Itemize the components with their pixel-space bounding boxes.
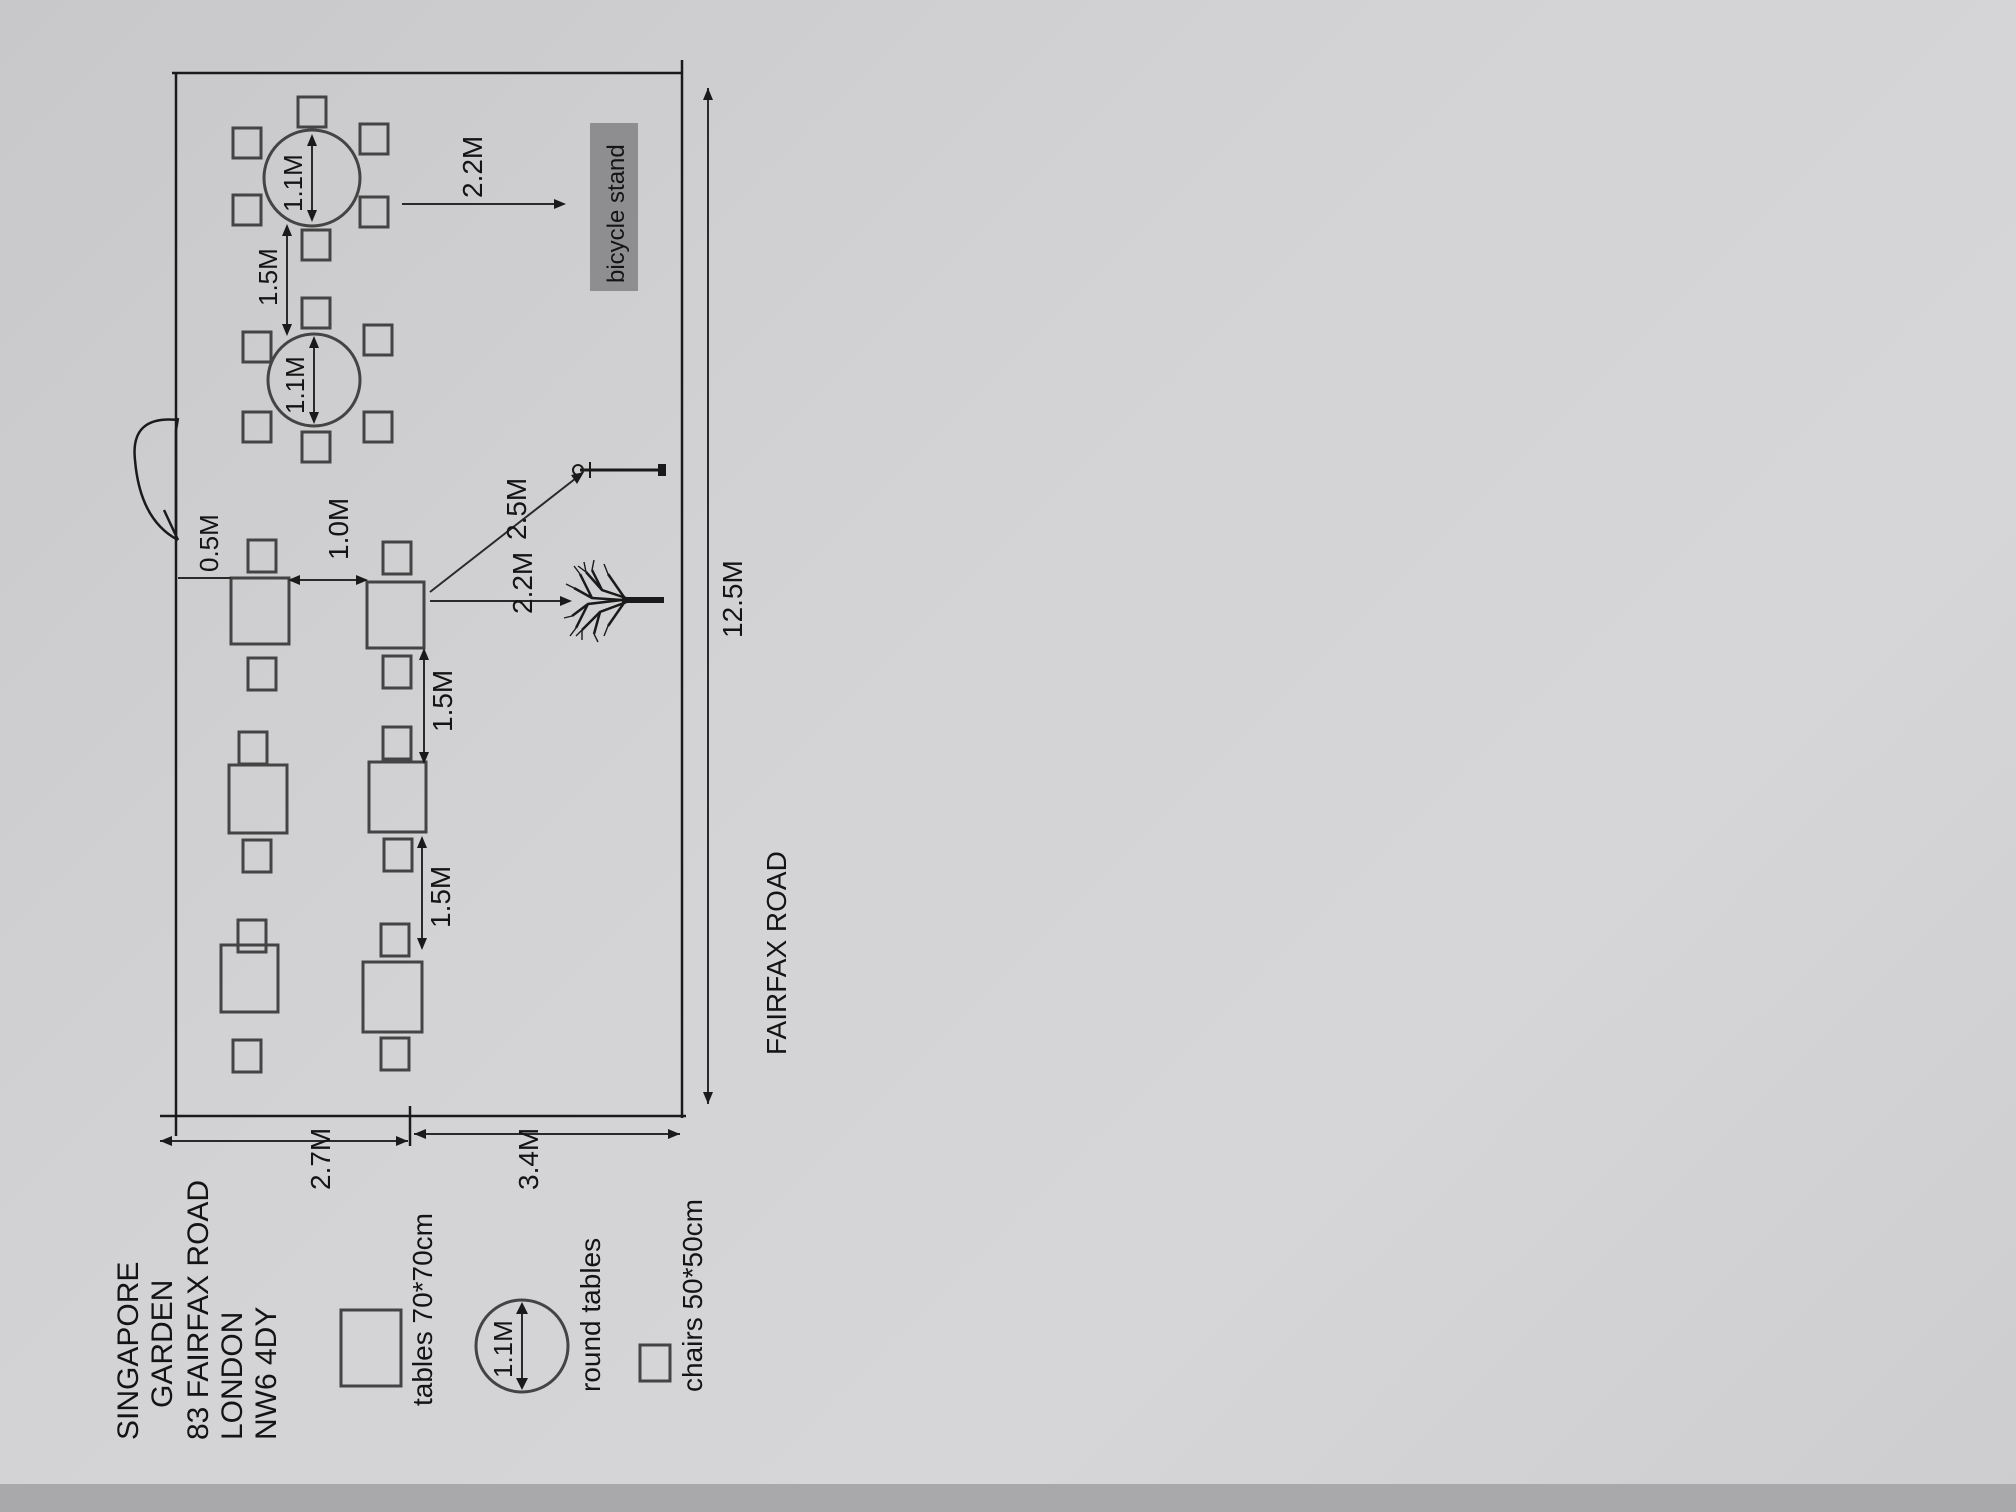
dim-gap-row2-label: 1.5M <box>427 670 458 732</box>
chair <box>241 410 273 444</box>
chair <box>362 323 394 357</box>
chair <box>300 430 332 464</box>
dim-gap-row2: 1.5M <box>419 648 458 764</box>
legend-square-table <box>339 1308 403 1388</box>
dim-gap-row1: 1.5M <box>417 836 456 950</box>
table <box>361 960 424 1034</box>
chair <box>381 725 413 761</box>
chair <box>231 193 263 227</box>
dim-to-door: 0.5M <box>178 514 231 579</box>
road-label: FAIRFAX ROAD <box>761 851 792 1055</box>
dim-round-gap-label: 1.5M <box>253 248 283 306</box>
chair <box>379 922 411 958</box>
round-table-a: 1.1M <box>241 296 394 464</box>
dim-to-bicycle-label: 2.2M <box>457 136 488 198</box>
dim-to-tree-label: 2.2M <box>507 552 538 614</box>
chair <box>231 126 263 160</box>
table <box>367 760 428 834</box>
legend-table: tables 70*70cm <box>339 1213 438 1406</box>
address-block: SINGAPORE GARDEN 83 FAIRFAX ROAD LONDON … <box>112 1180 283 1440</box>
tree-icon <box>563 559 664 643</box>
chair <box>246 656 278 692</box>
address-line-1: SINGAPORE <box>112 1262 145 1440</box>
round-table <box>266 332 362 428</box>
table <box>229 576 291 646</box>
chair <box>362 410 394 444</box>
legend-round-table-shape <box>474 1298 570 1394</box>
lamp-post-icon <box>572 462 666 478</box>
table <box>219 943 280 1014</box>
chair <box>296 95 328 129</box>
chair <box>236 918 268 954</box>
legend-tables-label: tables 70*70cm <box>407 1213 438 1406</box>
address-line-5: NW6 4DY <box>250 1307 283 1440</box>
chair <box>382 837 414 873</box>
legend-chair: chairs 50*50cm <box>638 1199 708 1392</box>
legend-round-table: 1.1M round tables <box>474 1238 606 1394</box>
table-row-1 <box>219 538 291 1074</box>
dim-width-bottom-label: 3.4M <box>513 1128 544 1190</box>
chair <box>300 296 332 330</box>
legend-round-tables-label: round tables <box>575 1238 606 1392</box>
dim-gap-row1-label: 1.5M <box>425 866 456 928</box>
legend-chair-shape <box>638 1343 672 1383</box>
chair <box>358 122 390 156</box>
chair <box>241 330 273 364</box>
dim-to-lamp: 2.5M <box>429 472 584 593</box>
round-table-a-size: 1.1M <box>280 356 310 414</box>
chair <box>241 838 273 874</box>
table <box>365 580 426 650</box>
chair <box>300 228 332 262</box>
legend-chairs-label: chairs 50*50cm <box>677 1199 708 1392</box>
chair <box>381 540 413 576</box>
dim-between-rows-label: 1.0M <box>323 498 354 560</box>
round-table-b-size: 1.1M <box>278 154 308 212</box>
chair <box>231 1038 263 1074</box>
dim-width-bottom: 3.4M <box>414 1128 680 1190</box>
dim-total-length: 12.5M <box>703 88 748 1104</box>
chair <box>237 730 269 766</box>
table <box>227 763 289 835</box>
boundary <box>160 60 686 1146</box>
bicycle-stand-label: bicycle stand <box>603 144 630 283</box>
dim-round-gap: 1.5M <box>253 224 292 336</box>
legend-round-size: 1.1M <box>488 1320 518 1378</box>
bicycle-stand-box <box>590 123 638 291</box>
dim-to-tree: 2.2M <box>430 552 572 614</box>
dim-to-door-label: 0.5M <box>194 514 224 572</box>
round-table-b: 1.1M <box>231 95 390 262</box>
round-table <box>262 128 362 228</box>
address-line-3: 83 FAIRFAX ROAD <box>182 1180 215 1440</box>
dim-width-top: 2.7M <box>160 1128 408 1190</box>
bicycle-stand: bicycle stand <box>590 123 638 291</box>
dim-total-length-label: 12.5M <box>717 560 748 638</box>
dim-to-bicycle: 2.2M <box>402 136 566 209</box>
dim-to-lamp-label: 2.5M <box>501 478 532 540</box>
chair <box>379 1036 411 1072</box>
chair <box>246 538 278 574</box>
chair <box>358 195 390 229</box>
address-line-2: GARDEN <box>146 1280 179 1408</box>
door-arc <box>133 418 179 542</box>
dim-between-rows: 1.0M <box>288 498 368 585</box>
dim-width-top-label: 2.7M <box>305 1128 336 1190</box>
address-line-4: LONDON <box>216 1312 249 1440</box>
chair <box>381 654 413 690</box>
table-row-2 <box>361 540 428 1072</box>
